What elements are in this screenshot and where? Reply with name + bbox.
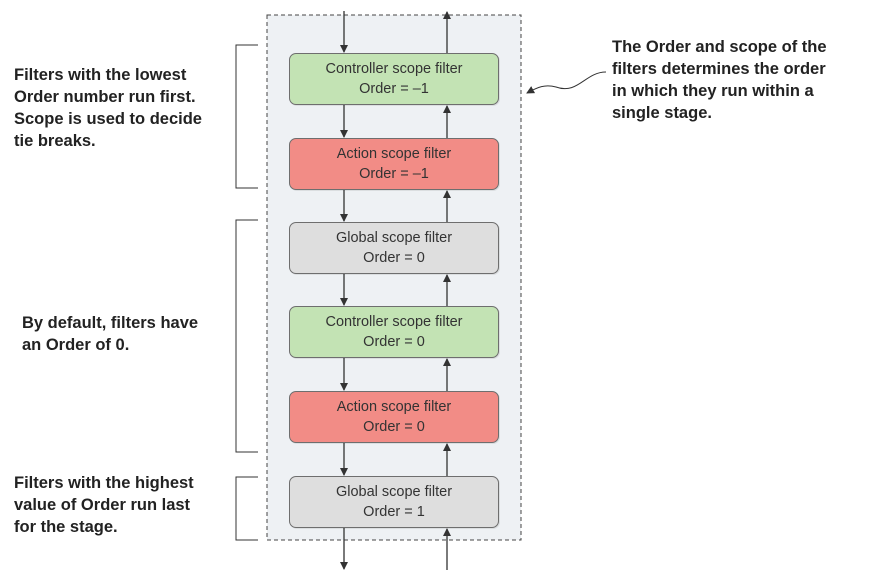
filter-order: Order = 0 bbox=[363, 334, 425, 350]
filter-box-global: Global scope filter Order = 1 bbox=[289, 476, 499, 528]
filter-order: Order = 0 bbox=[363, 250, 425, 266]
note-line: By default, filters have bbox=[22, 314, 199, 332]
note-line: an Order of 0. bbox=[22, 336, 130, 354]
note-line: tie breaks. bbox=[14, 132, 96, 150]
note-line: Filters with the lowest bbox=[14, 66, 187, 84]
filter-box-action: Action scope filter Order = 0 bbox=[289, 391, 499, 443]
note-highest-order-last: Filters with the highest value of Order … bbox=[14, 472, 194, 538]
note-default-order: By default, filters have an Order of 0. bbox=[22, 312, 198, 356]
note-line: Scope is used to decide bbox=[14, 110, 202, 128]
note-line: Filters with the highest bbox=[14, 474, 194, 492]
filter-box-action: Action scope filter Order = –1 bbox=[289, 138, 499, 190]
filter-name: Controller scope filter bbox=[325, 61, 463, 77]
filter-box-controller: Controller scope filter Order = 0 bbox=[289, 306, 499, 358]
note-line: The Order and scope of the bbox=[612, 38, 827, 56]
filter-box-global: Global scope filter Order = 0 bbox=[289, 222, 499, 274]
note-line: Order number run first. bbox=[14, 88, 196, 106]
filter-box-controller: Controller scope filter Order = –1 bbox=[289, 53, 499, 105]
filter-order: Order = –1 bbox=[359, 81, 429, 97]
note-line: value of Order run last bbox=[14, 496, 191, 514]
note-order-and-scope: The Order and scope of the filters deter… bbox=[612, 36, 827, 124]
note-line: single stage. bbox=[612, 104, 712, 122]
bracket-default-order bbox=[235, 219, 258, 453]
filter-order: Order = 0 bbox=[363, 419, 425, 435]
filter-name: Global scope filter bbox=[335, 484, 453, 500]
bracket-lowest-order bbox=[235, 44, 258, 189]
filter-name: Action scope filter bbox=[336, 146, 452, 162]
note-line: in which they run within a bbox=[612, 82, 814, 100]
note-line: filters determines the order bbox=[612, 60, 826, 78]
filter-name: Controller scope filter bbox=[325, 314, 463, 330]
note-line: for the stage. bbox=[14, 518, 118, 536]
filter-order: Order = 1 bbox=[363, 504, 425, 520]
flow-arrows bbox=[340, 11, 451, 570]
note-lowest-order-first: Filters with the lowest Order number run… bbox=[14, 64, 202, 152]
filter-order: Order = –1 bbox=[359, 166, 429, 182]
filter-name: Action scope filter bbox=[336, 399, 452, 415]
filter-name: Global scope filter bbox=[335, 230, 453, 246]
callout-connector bbox=[526, 71, 607, 94]
bracket-highest-order bbox=[235, 476, 258, 541]
